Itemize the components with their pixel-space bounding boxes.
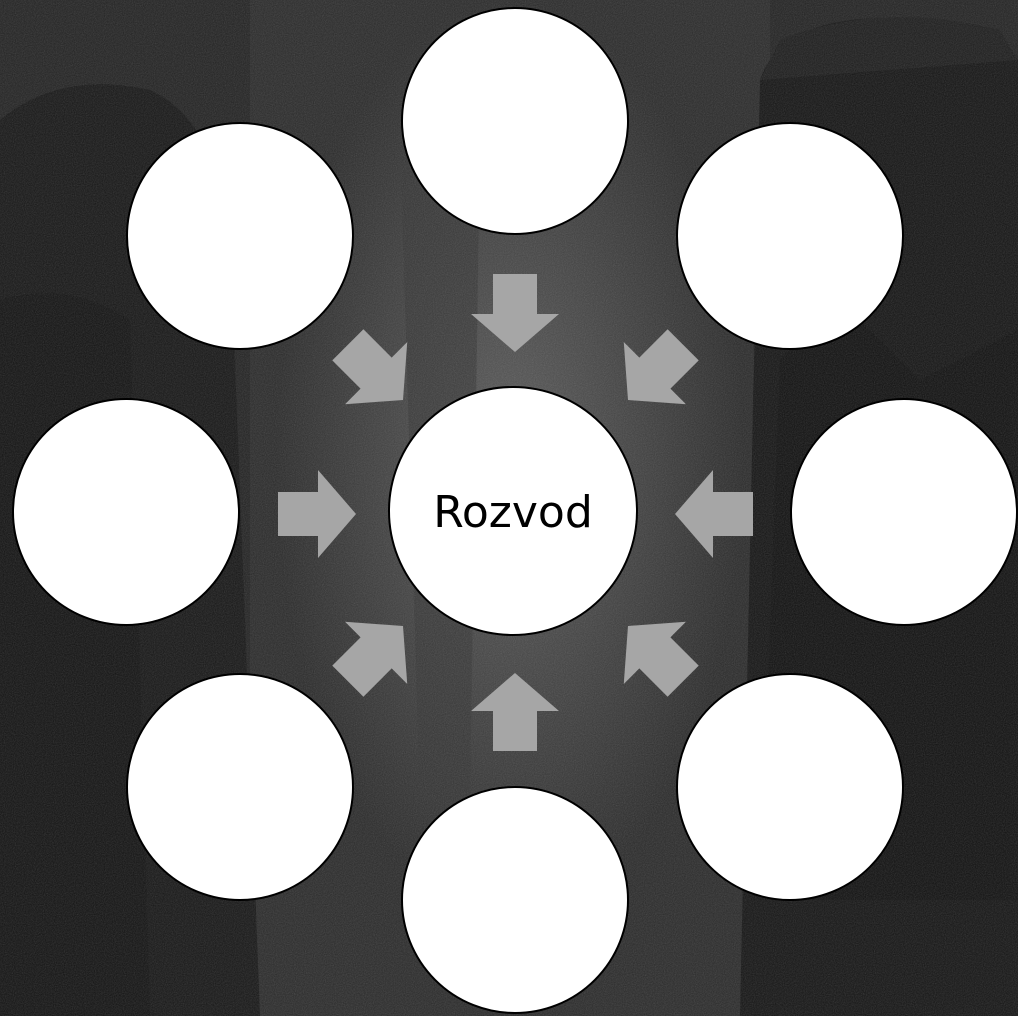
arrow-from-left	[278, 470, 356, 558]
node-top	[402, 8, 628, 234]
arrow-from-top	[471, 274, 559, 352]
arrow-from-top-left	[317, 314, 434, 431]
arrow-from-top-right	[597, 314, 714, 431]
arrow-from-bottom-left	[317, 595, 434, 712]
center-node-label: Rozvod	[433, 487, 593, 538]
arrow-from-right	[675, 470, 753, 558]
node-left	[13, 399, 239, 625]
node-bottom-right	[677, 674, 903, 900]
arrow-from-bottom	[471, 673, 559, 751]
node-right	[791, 399, 1017, 625]
node-bottom	[402, 787, 628, 1013]
arrow-from-bottom-right	[597, 595, 714, 712]
node-bottom-left	[127, 674, 353, 900]
node-top-right	[677, 123, 903, 349]
node-top-left	[127, 123, 353, 349]
